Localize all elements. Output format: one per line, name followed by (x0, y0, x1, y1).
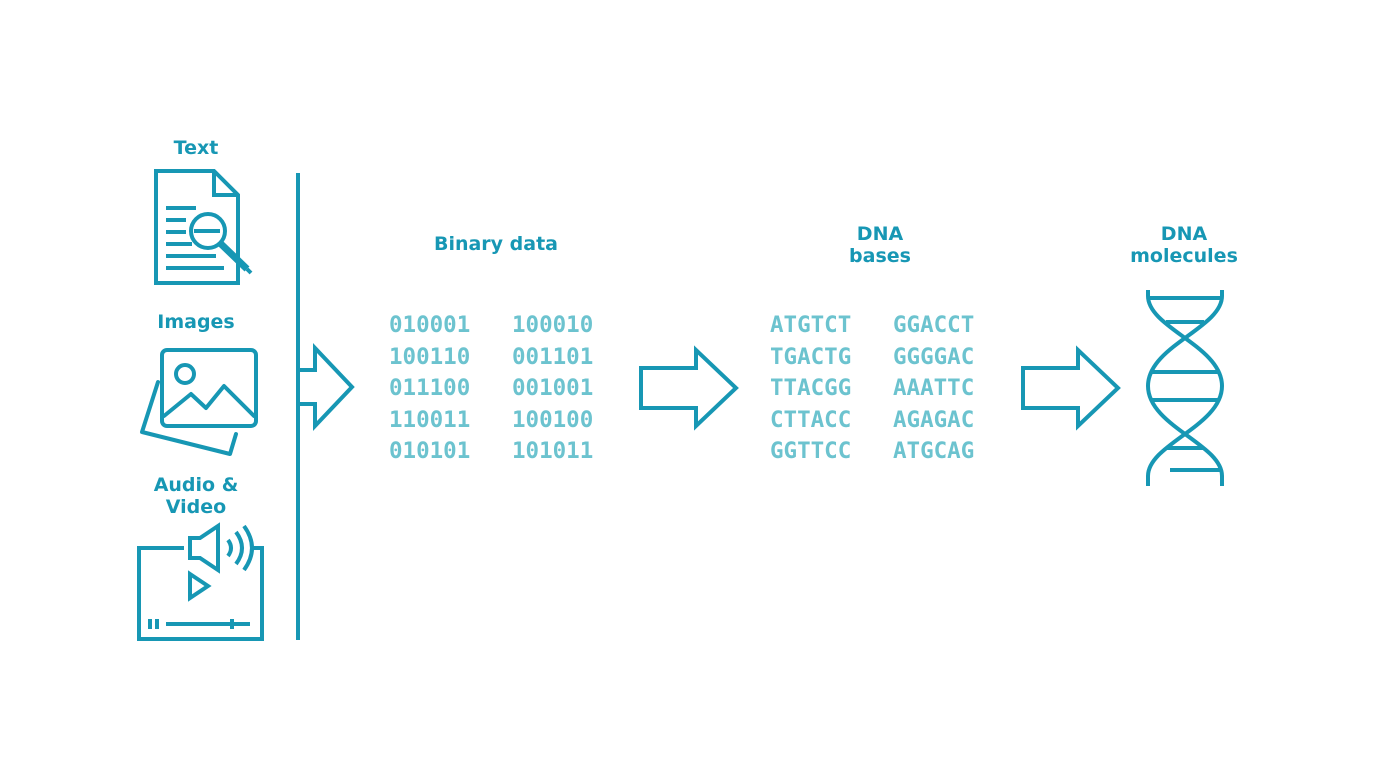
binary-row: 011100 001001 (389, 373, 593, 405)
binary-row: 010101 101011 (389, 436, 593, 468)
binary-row: 110011 100100 (389, 405, 593, 437)
text-label: Text (173, 137, 219, 159)
dna-cell: GGGGAC (893, 343, 975, 370)
dna-helix-icon (1145, 290, 1225, 486)
audio-video-label: Audio & Video (136, 474, 256, 518)
dna-row: CTTACC AGAGAC (770, 405, 974, 437)
binary-cell: 001001 (512, 375, 594, 401)
dna-cell: GGTTCC (770, 438, 852, 464)
dna-cell: GGACCT (893, 312, 975, 338)
dna-cell: CTTACC (770, 406, 852, 433)
images-label: Images (157, 311, 235, 333)
binary-cell: 110011 (389, 406, 471, 433)
dna-row: ATGTCT GGACCT (770, 310, 974, 342)
bracket-arrow (296, 173, 355, 640)
dna-cell: ATGTCT (770, 312, 852, 338)
binary-cell: 101011 (512, 438, 594, 464)
dna-cell: AAATTC (893, 375, 975, 401)
binary-data-title: Binary data (433, 233, 559, 255)
dna-row: TGACTG GGGGAC (770, 342, 974, 374)
arrow-right-icon (639, 345, 739, 431)
document-search-icon (154, 169, 253, 285)
dna-row: GGTTCC ATGCAG (770, 436, 974, 468)
arrow-right-icon (1021, 345, 1121, 431)
dna-cell: TTACGG (770, 375, 852, 401)
dna-bases-grid: ATGTCT GGACCT TGACTG GGGGAC TTACGG AAATTC C… (770, 310, 974, 468)
dna-bases-title-line2: bases (849, 245, 911, 267)
binary-cell: 100100 (512, 406, 594, 433)
dna-cell: AGAGAC (893, 406, 975, 433)
binary-cell: 001101 (512, 343, 594, 370)
binary-cell: 100110 (389, 343, 471, 370)
binary-row: 100110 001101 (389, 342, 593, 374)
dna-molecules-title: DNA molecules (1114, 223, 1254, 267)
audio-video-label-line2: Video (165, 496, 227, 518)
dna-bases-title-line1: DNA (856, 223, 904, 245)
dna-row: TTACGG AAATTC (770, 373, 974, 405)
binary-cell: 011100 (389, 375, 471, 401)
dna-cell: ATGCAG (893, 438, 975, 464)
arrow-right-icon (298, 342, 355, 432)
audio-video-label-line1: Audio & (153, 474, 239, 496)
dna-cell: TGACTG (770, 343, 852, 370)
binary-cell: 010001 (389, 312, 471, 338)
image-icon (140, 348, 258, 456)
binary-row: 010001 100010 (389, 310, 593, 342)
binary-cell: 010101 (389, 438, 471, 464)
binary-data-grid: 010001 100010 100110 001101 011100 001001 1… (389, 310, 593, 468)
dna-molecules-title-line1: DNA (1160, 223, 1208, 245)
dna-molecules-title-line2: molecules (1130, 245, 1238, 267)
binary-cell: 100010 (512, 312, 594, 338)
audio-video-icon (137, 522, 264, 641)
dna-bases-title: DNA bases (820, 223, 940, 267)
